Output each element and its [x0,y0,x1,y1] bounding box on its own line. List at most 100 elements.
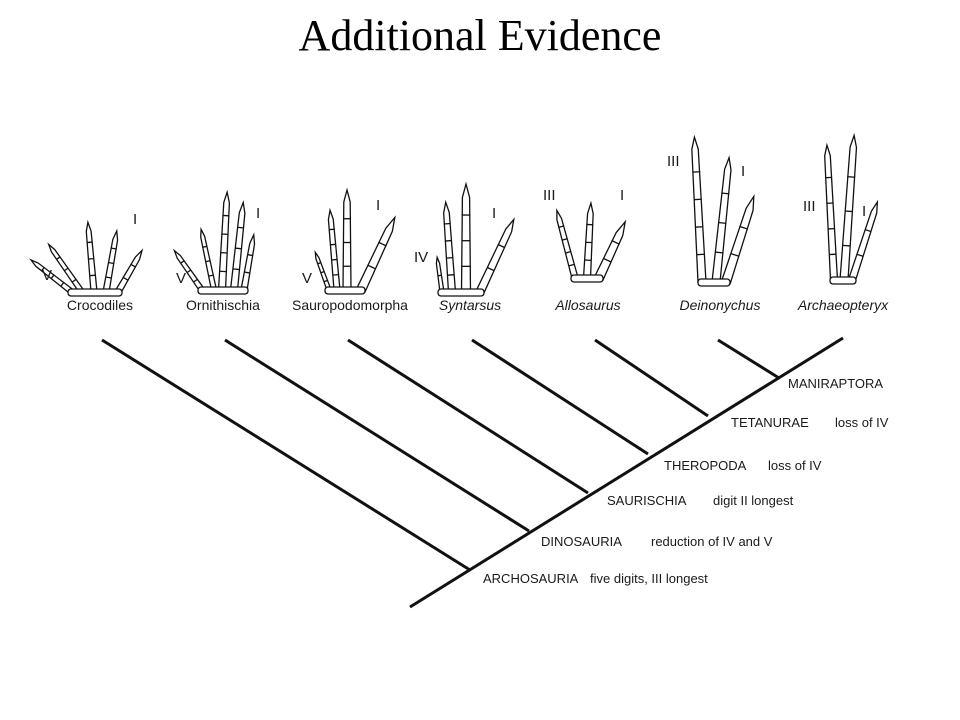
joint-mark [437,274,442,277]
joint-mark [40,266,45,272]
clade-name-tetanurae: TETANURAE [731,415,809,430]
hand-skeleton-deinonychus [691,134,755,287]
joint-mark [108,261,115,265]
taxon-label-sauropodomorpha: Sauropodomorpha [292,297,408,313]
digit-bone [200,226,218,292]
joint-mark [721,192,730,195]
joint-mark [486,266,495,272]
joint-mark [565,250,572,254]
digit-label: I [862,203,866,220]
digit-bone [217,189,231,291]
digit-bone [240,232,256,292]
wrist-bone [570,274,604,283]
clade-trait-theropoda: loss of IV [768,458,822,473]
joint-mark [71,278,77,283]
joint-mark [63,267,69,272]
joint-mark [89,274,96,277]
joint-mark [602,257,612,263]
hand-skeleton-allosaurus [556,200,627,283]
joint-mark [179,260,185,264]
digit-label: I [133,211,137,228]
joint-mark [329,243,337,246]
digit-bone [435,254,445,294]
clade-trait-archosauria: five digits, III longest [590,571,708,586]
joint-mark [864,228,872,233]
digit-label: I [492,205,496,222]
digit-bone [594,219,627,281]
joint-mark [844,210,853,213]
taxon-label-archaeopteryx: Archaeopteryx [797,297,889,313]
joint-mark [193,278,198,283]
branch-syntarsus [471,338,649,456]
wrist-bone [437,288,485,297]
digit-bone [691,134,707,283]
slide-title: Additional Evidence [298,11,662,60]
clade-name-maniraptora: MANIRAPTORA [788,376,883,391]
joint-mark [497,243,506,249]
joint-mark [328,228,335,231]
joint-mark [202,245,208,248]
hand-illustrations [29,132,879,297]
joint-mark [205,260,211,263]
main-stem [409,336,844,609]
digit-label: IV [414,249,428,266]
joint-mark [739,225,749,230]
digit-bone [460,181,472,293]
digit-bone [85,219,98,293]
taxon-label-allosaurus: Allosaurus [554,297,620,313]
joint-mark [86,241,93,244]
digit-label: III [803,198,816,215]
joint-mark [718,221,727,225]
joint-mark [50,274,55,280]
joint-mark [611,239,620,245]
tree-lines [101,336,844,609]
branch-sauropodomorpha [347,338,589,495]
hand-skeleton-syntarsus [435,181,515,297]
joint-mark [105,276,112,279]
taxon-label-deinonychus: Deinonychus [680,297,761,313]
digit-bone [356,215,396,293]
branch-deinonychus [717,338,780,380]
clade-name-saurischia: SAURISCHIA [607,493,687,508]
joint-mark [208,274,214,277]
digit-label: III [543,187,556,204]
digit-label: I [376,197,380,214]
joint-mark [730,252,740,257]
wrist-bone [67,288,123,297]
clade-name-dinosauria: DINOSAURIA [541,534,622,549]
joint-mark [232,268,240,271]
taxon-label-ornithischia: Ornithischia [186,297,260,313]
joint-mark [332,273,339,276]
clade-name-theropoda: THEROPODA [664,458,747,473]
joint-mark [856,253,864,258]
branch-ornithischia [224,338,530,533]
digit-bone [327,207,341,291]
digit-bone [582,200,594,279]
joint-mark [378,241,387,247]
clade-trait-saurischia: digit II longest [713,493,794,508]
hand-skeleton-sauropodomorpha [314,187,396,295]
joint-mark [130,263,137,268]
digit-bone [342,187,352,291]
clade-name-archosauria: ARCHOSAURIA [483,571,579,586]
digit-bone [114,248,144,295]
digit-label: I [741,163,745,180]
clade-trait-tetanurae: loss of IV [835,415,889,430]
digit-label: V [176,270,186,287]
joint-mark [60,282,65,287]
digit-label: V [302,270,312,287]
joint-mark [317,261,322,265]
hand-skeleton-ornithischia [173,189,256,295]
joint-mark [234,247,242,250]
joint-mark [331,258,338,261]
branch-crocodiles [101,338,471,572]
joint-mark [842,244,851,247]
clade-trait-dinosauria: reduction of IV and V [651,534,773,549]
digit-label: I [620,187,624,204]
joint-mark [122,276,129,281]
joint-mark [847,176,856,178]
joint-mark [568,263,575,267]
joint-mark [110,247,117,250]
joint-mark [323,279,328,283]
